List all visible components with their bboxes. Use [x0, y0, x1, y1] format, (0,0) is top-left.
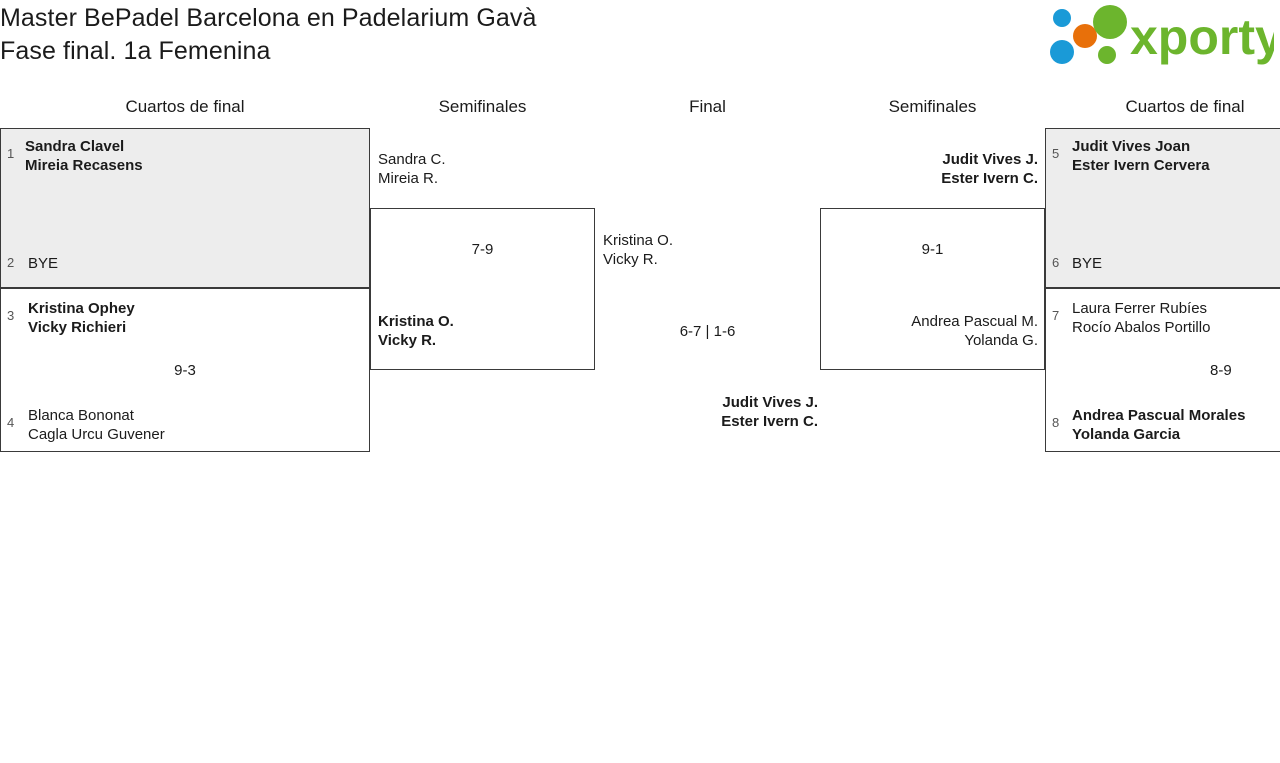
team-name: Ester Ivern C. [941, 170, 1038, 187]
seed-number: 4 [7, 415, 15, 430]
seed-number: 6 [1052, 255, 1060, 270]
match-box-left-sf[interactable] [370, 208, 595, 370]
tournament-phase: Fase final. 1a Femenina [0, 37, 271, 65]
team-name: Andrea Pascual Morales [1072, 407, 1246, 424]
team-name: Andrea Pascual M. [911, 313, 1038, 330]
seed-number: 7 [1052, 308, 1060, 323]
seed-number: 2 [7, 255, 15, 270]
team-name: Ester Ivern Cervera [1072, 157, 1210, 174]
tournament-name: Master BePadel Barcelona en Padelarium G… [0, 4, 537, 32]
team-name: Judit Vives J. [942, 151, 1038, 168]
team-name: Kristina O. [378, 313, 454, 330]
match-box-left-qf1[interactable] [0, 128, 370, 288]
team-name: Sandra C. [378, 151, 446, 168]
match-score: 9-1 [921, 241, 944, 258]
seed-number: 5 [1052, 146, 1060, 161]
match-score: 9-3 [174, 362, 196, 379]
round-header-right-quarters: Cuartos de final [1125, 97, 1245, 116]
team-name: Yolanda G. [964, 332, 1038, 349]
team-name: Vicky R. [378, 332, 437, 349]
team-name: Judit Vives Joan [1072, 138, 1191, 155]
team-name: Vicky R. [603, 251, 658, 268]
team-name: Laura Ferrer Rubíes [1072, 300, 1208, 317]
page-title: Master BePadel Barcelona en Padelarium G… [0, 2, 860, 68]
team-name: Blanca Bononat [28, 407, 134, 424]
seed-number: 3 [7, 308, 15, 323]
round-header-left-semis: Semifinales [438, 97, 527, 116]
xporty-logo[interactable]: xporty [1042, 4, 1274, 68]
match-box-left-qf2[interactable] [0, 288, 370, 452]
team-name: Rocío Abalos Portillo [1072, 319, 1211, 336]
team-name: Sandra Clavel [25, 138, 125, 155]
logo-wordmark: xporty [1130, 9, 1274, 65]
match-score: 6-7 | 1-6 [679, 323, 736, 340]
logo-dots-icon [1050, 5, 1127, 64]
match-box-right-qf2[interactable] [1045, 288, 1280, 452]
round-header-right-semis: Semifinales [888, 97, 977, 116]
seed-number: 8 [1052, 415, 1060, 430]
team-name: Judit Vives J. [722, 394, 818, 411]
round-header-final: Final [689, 97, 726, 116]
team-name: Ester Ivern C. [721, 413, 818, 430]
team-name: Mireia Recasens [25, 157, 143, 174]
team-name: BYE [1072, 255, 1103, 272]
team-name: Vicky Richieri [28, 319, 127, 336]
match-score: 8-9 [1210, 362, 1232, 379]
round-header-left-quarters: Cuartos de final [125, 97, 245, 116]
team-name: Cagla Urcu Guvener [28, 426, 165, 443]
team-name: Kristina Ophey [28, 300, 135, 317]
seed-number: 1 [7, 146, 15, 161]
match-score: 7-9 [471, 241, 494, 258]
team-name: Yolanda Garcia [1072, 426, 1181, 443]
team-name: Mireia R. [378, 170, 439, 187]
team-name: Kristina O. [603, 232, 674, 249]
team-name: BYE [28, 255, 59, 272]
match-box-right-sf[interactable] [820, 208, 1045, 370]
match-box-right-qf1[interactable] [1045, 128, 1280, 288]
